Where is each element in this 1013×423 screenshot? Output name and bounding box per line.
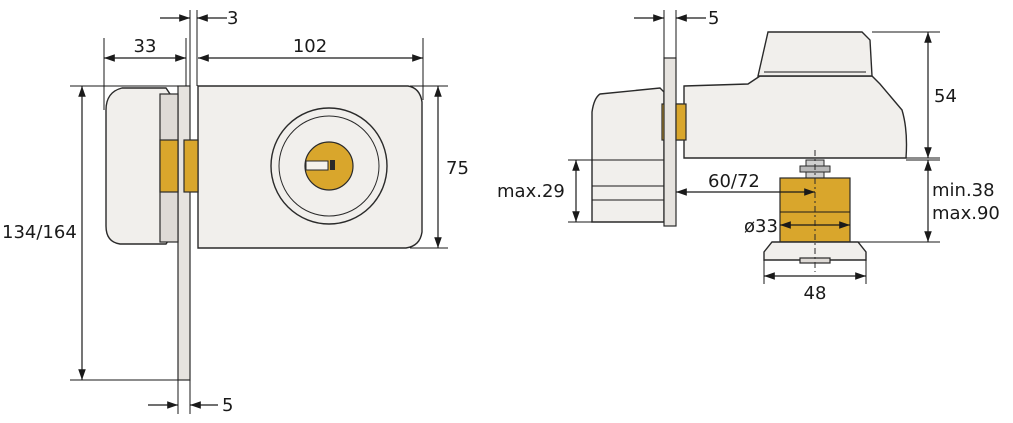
- dim-side-plate-thickness-label: 5: [708, 8, 719, 29]
- cylinder-rose-inner: [278, 115, 380, 217]
- side-keeper: [591, 87, 665, 223]
- dim-body-width-label: 102: [293, 36, 327, 57]
- dim-overall-height-label: 134/164: [2, 222, 77, 243]
- dim-top-height-label: 54: [934, 86, 957, 107]
- dim-rose-width-label: 48: [804, 283, 827, 304]
- dim-body-height-label: 75: [446, 158, 469, 179]
- key-slot: [305, 160, 329, 171]
- side-lock-body: [683, 75, 908, 159]
- dim-cylinder-diameter-label: ø33: [744, 216, 778, 237]
- dim-door-range-label: max.29: [497, 181, 565, 202]
- keeper-bolt-slot: [159, 139, 179, 193]
- dim-plate-offset-label: 3: [227, 8, 238, 29]
- lock-bolt: [183, 139, 199, 193]
- side-view: 5 54 max.29 60/72 min.38 max.90 ø33 48: [497, 8, 1000, 304]
- dim-cylinder-length-min-label: min.38: [932, 180, 995, 201]
- dim-front-plate-thickness-label: 5: [222, 395, 233, 416]
- dim-cylinder-length-max-label: max.90: [932, 203, 1000, 224]
- key-slot-hole: [330, 160, 335, 170]
- side-mounting-plate: [663, 57, 677, 227]
- dim-backset-label: 60/72: [708, 171, 760, 192]
- keeper-body: [105, 87, 171, 245]
- side-dome: [757, 31, 873, 77]
- front-view: 3 33 102 75 134/164 5: [2, 8, 469, 416]
- dim-left-width-label: 33: [134, 36, 157, 57]
- cylinder-core: [304, 141, 354, 191]
- side-lock-bolt: [675, 103, 687, 141]
- mounting-plate: [177, 85, 191, 381]
